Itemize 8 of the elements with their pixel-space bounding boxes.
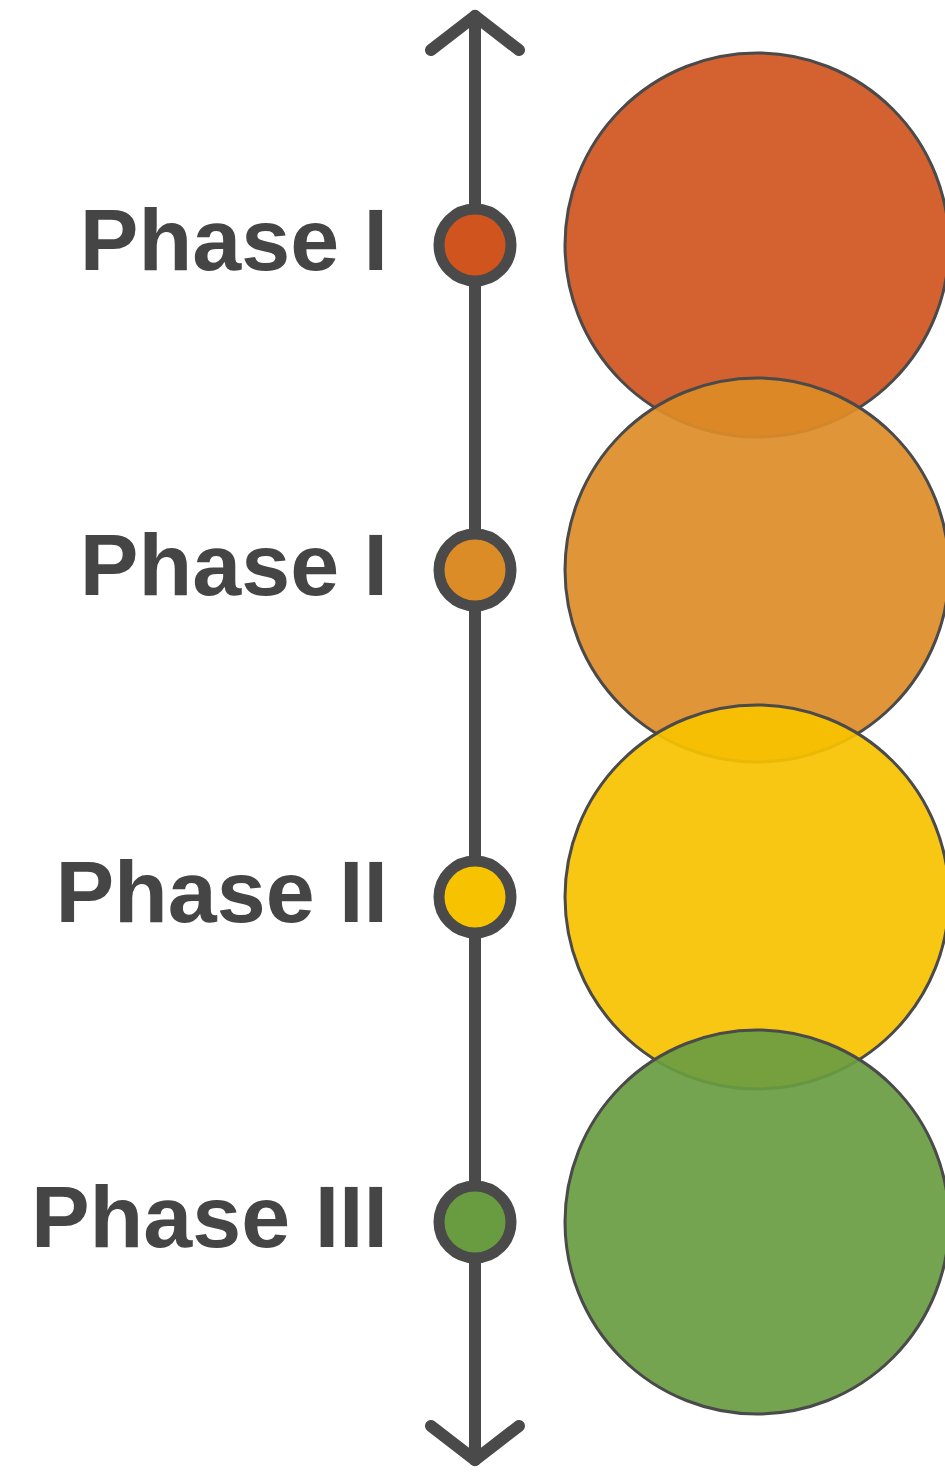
phase-marker <box>433 528 517 612</box>
phase-marker <box>433 855 517 939</box>
phase-marker <box>433 1180 517 1264</box>
phase-label: Phase II <box>54 842 388 942</box>
phase-label: Phase I <box>78 190 388 290</box>
phase-label: Phase III <box>29 1167 388 1267</box>
phase-marker <box>433 203 517 287</box>
phase-label: Phase I <box>78 515 388 615</box>
